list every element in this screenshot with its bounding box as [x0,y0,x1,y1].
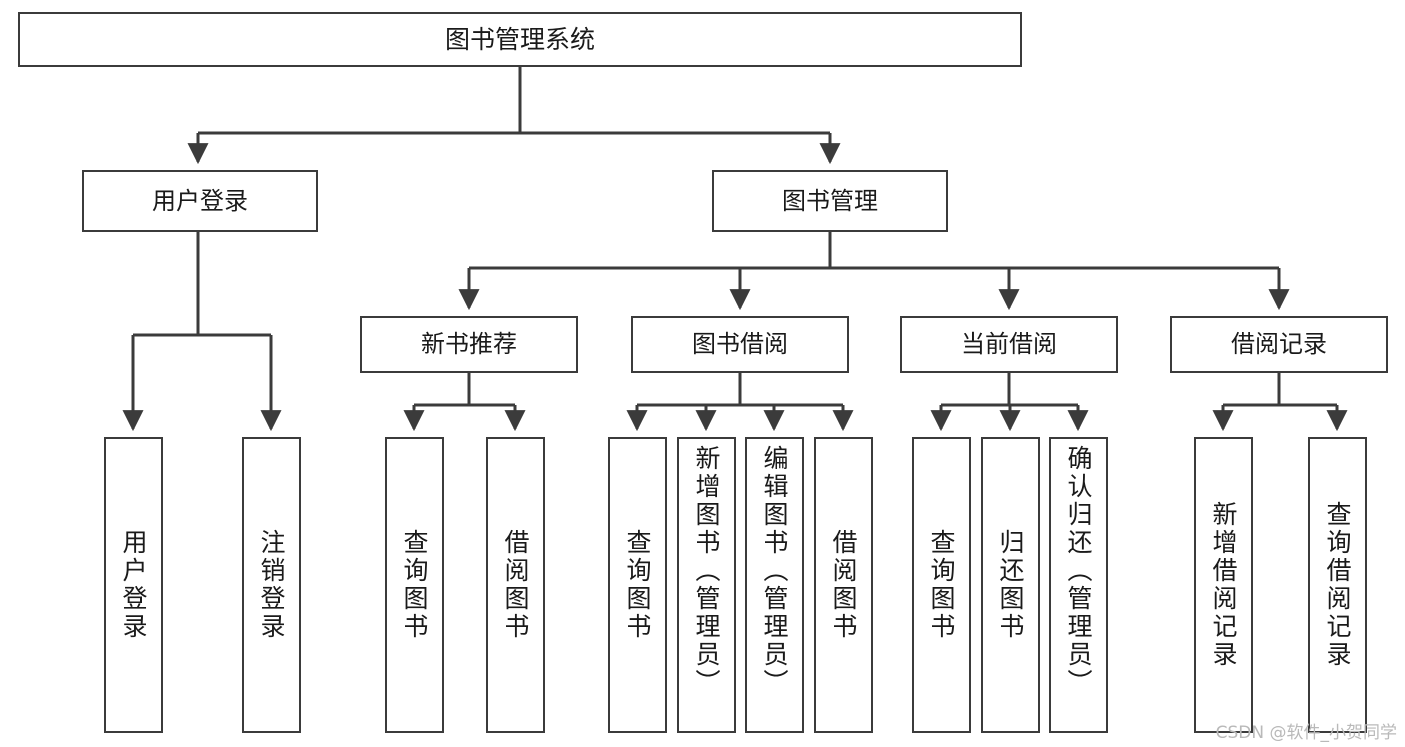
node-borrow-record[interactable]: 借阅记录 [1170,316,1388,373]
node-leaf-logout[interactable]: 注销登录 [242,437,301,733]
node-new-book-recommend-label: 新书推荐 [421,330,517,359]
node-leaf-cb-confirm-return-label: 确认归还（管理员） [1064,445,1093,697]
node-root-label: 图书管理系统 [444,24,595,54]
node-leaf-br-query-record-label: 查询借阅记录 [1323,501,1352,669]
node-new-book-recommend[interactable]: 新书推荐 [360,316,578,373]
node-leaf-nb-borrow-book-label: 借阅图书 [501,529,530,641]
node-leaf-user-login[interactable]: 用户登录 [104,437,163,733]
node-leaf-bb-add-book-label: 新增图书（管理员） [692,445,721,697]
node-leaf-nb-borrow-book[interactable]: 借阅图书 [486,437,545,733]
node-leaf-bb-edit-book-label: 编辑图书（管理员） [760,445,789,697]
csdn-watermark: CSDN @软件_小贺同学 [1215,723,1397,743]
node-book-borrow-label: 图书借阅 [692,330,788,359]
node-leaf-bb-borrow-book[interactable]: 借阅图书 [814,437,873,733]
node-user-login[interactable]: 用户登录 [82,170,318,232]
node-leaf-cb-confirm-return[interactable]: 确认归还（管理员） [1049,437,1108,733]
node-leaf-cb-query-book[interactable]: 查询图书 [912,437,971,733]
node-current-borrow-label: 当前借阅 [961,330,1057,359]
node-book-borrow[interactable]: 图书借阅 [631,316,849,373]
node-user-login-label: 用户登录 [152,186,248,215]
node-leaf-logout-label: 注销登录 [257,529,286,641]
node-leaf-cb-return-book[interactable]: 归还图书 [981,437,1040,733]
node-leaf-br-add-record-label: 新增借阅记录 [1209,501,1238,669]
node-leaf-bb-query-book-label: 查询图书 [623,529,652,641]
node-leaf-user-login-label: 用户登录 [119,529,148,641]
node-root-system[interactable]: 图书管理系统 [18,12,1022,67]
node-leaf-br-add-record[interactable]: 新增借阅记录 [1194,437,1253,733]
node-leaf-cb-return-book-label: 归还图书 [996,529,1025,641]
node-leaf-nb-query-book[interactable]: 查询图书 [385,437,444,733]
node-leaf-bb-edit-book[interactable]: 编辑图书（管理员） [745,437,804,733]
node-book-manage-label: 图书管理 [782,186,878,215]
node-leaf-br-query-record[interactable]: 查询借阅记录 [1308,437,1367,733]
node-borrow-record-label: 借阅记录 [1231,330,1327,359]
node-leaf-bb-query-book[interactable]: 查询图书 [608,437,667,733]
node-leaf-cb-query-book-label: 查询图书 [927,529,956,641]
node-current-borrow[interactable]: 当前借阅 [900,316,1118,373]
node-leaf-nb-query-book-label: 查询图书 [400,529,429,641]
node-leaf-bb-add-book[interactable]: 新增图书（管理员） [677,437,736,733]
node-book-manage[interactable]: 图书管理 [712,170,948,232]
node-leaf-bb-borrow-book-label: 借阅图书 [829,529,858,641]
